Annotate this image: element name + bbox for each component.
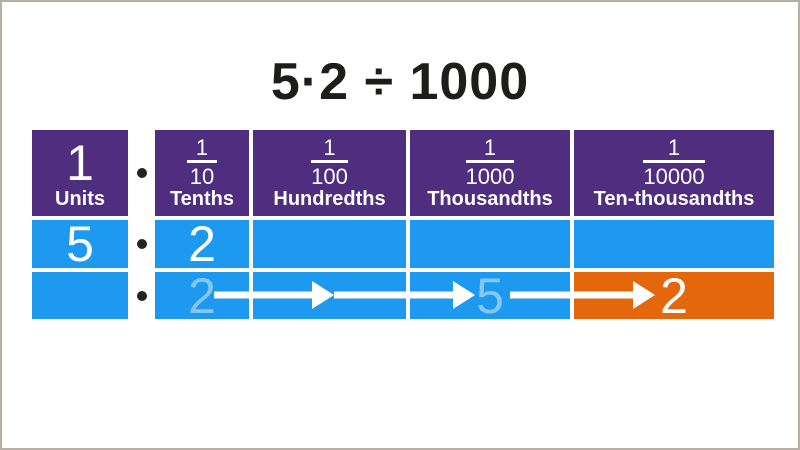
hundredths-fraction: 1 100 [311, 136, 348, 189]
thousandths-denominator: 1000 [465, 164, 515, 190]
header-thousandths: 1 1000 Thousandths [410, 130, 570, 216]
original-tenths-digit: 2 [188, 216, 216, 272]
result-row: 2 5 2 [32, 267, 774, 324]
cell-result-hundredths [253, 272, 406, 319]
cell-result-ten-thousandths: 2 [574, 267, 774, 324]
cell-original-hundredths [253, 220, 406, 268]
result-thousandths-ghost-digit: 5 [476, 267, 504, 324]
decimal-point-dot [136, 168, 147, 178]
hundredths-numerator: 1 [311, 136, 348, 164]
decimal-point-dot [136, 239, 147, 249]
units-label: Units [55, 188, 105, 210]
decimal-point-dot [136, 290, 147, 301]
header-row: 1 Units 1 10 Tenths 1 100 Hundredths [32, 130, 774, 216]
decimal-point-column-original [128, 220, 155, 268]
header-hundredths: 1 100 Hundredths [253, 130, 406, 216]
tenths-label: Tenths [169, 188, 235, 211]
decimal-point-column-header [128, 130, 155, 216]
header-ten-thousandths: 1 10000 Ten-thousandths [574, 130, 774, 216]
tenths-fraction: 1 10 [186, 136, 218, 190]
original-units-digit: 5 [66, 216, 94, 272]
expression-title: 5·2 ÷ 1000 [270, 53, 530, 111]
tenths-numerator: 1 [186, 136, 218, 164]
cell-original-ten-thousandths [574, 220, 774, 268]
cell-result-tenths: 2 [155, 267, 249, 324]
cell-original-tenths: 2 [155, 216, 249, 272]
cell-result-thousandths: 5 [410, 267, 570, 324]
thousandths-fraction: 1 1000 [465, 136, 515, 190]
tenths-denominator: 10 [189, 164, 215, 190]
ten-thousandths-fraction: 1 10000 [643, 136, 705, 190]
result-tenths-ghost-digit: 2 [188, 267, 216, 324]
hundredths-denominator: 100 [311, 164, 348, 190]
units-one: 1 [66, 134, 94, 191]
header-tenths: 1 10 Tenths [155, 130, 249, 216]
place-value-table: 1 Units 1 10 Tenths 1 100 Hundredths [32, 130, 774, 324]
header-units: 1 Units [32, 130, 128, 216]
thousandths-label: Thousandths [427, 188, 553, 211]
ten-thousandths-numerator: 1 [643, 136, 705, 164]
thousandths-numerator: 1 [465, 136, 515, 164]
ten-thousandths-denominator: 10000 [643, 164, 705, 190]
hundredths-label: Hundredths [273, 188, 386, 211]
decimal-point-column-result [128, 272, 155, 319]
original-number-row: 5 2 [32, 216, 774, 272]
cell-result-units [32, 272, 128, 319]
cell-original-units: 5 [32, 216, 128, 272]
ten-thousandths-label: Ten-thousandths [593, 188, 755, 211]
result-ten-thousandths-digit: 2 [660, 267, 688, 324]
cell-original-thousandths [410, 220, 570, 268]
